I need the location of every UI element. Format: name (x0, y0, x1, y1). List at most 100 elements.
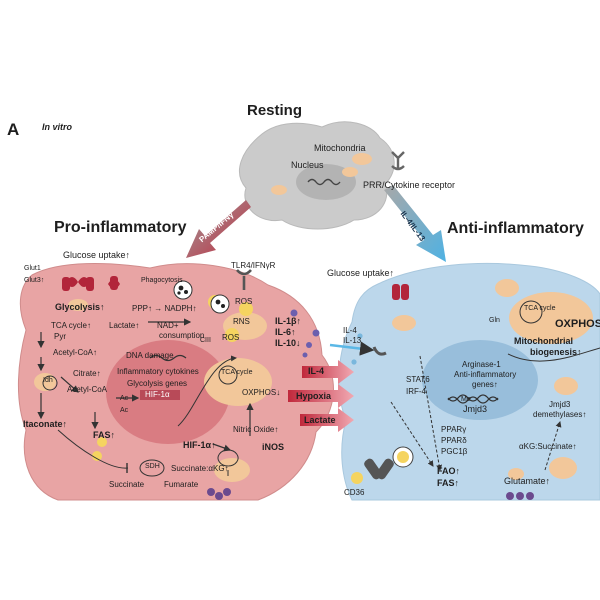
pro-heading: Pro-inflammatory (54, 219, 187, 236)
anti-oxphos-label: OXPHOS (555, 318, 600, 330)
pro-mitochondrion (204, 358, 272, 406)
ros-blob (97, 437, 107, 447)
sdh-cycle (139, 459, 165, 477)
tlr-receptor-icon (236, 269, 252, 290)
ros-blob (225, 328, 239, 342)
glut3-label: Glut3↑ (24, 277, 45, 284)
acetyl-coa-label-1: Acetyl-CoA↑ (53, 348, 98, 357)
nad-label: NAD+ (157, 321, 179, 330)
anti-mitochondrion (392, 315, 416, 331)
il10-label: IL-10↓ (275, 338, 301, 348)
anti-mitochondrion (554, 377, 578, 395)
il1b-label: IL-1β↑ (275, 316, 301, 326)
ros-label-2: ROS (222, 333, 240, 342)
glutamate-label: Glutamate↑ (504, 476, 551, 486)
il4-arrow (302, 360, 354, 384)
anti-tca-label: TCA cycle (524, 305, 556, 312)
anti-fas-label: FAS↑ (437, 478, 460, 488)
jmjd3-demethylase-label-1: Jmjd3 (549, 400, 571, 409)
fas-label: FAS↑ (93, 430, 116, 440)
pyr-label: Pyr (54, 332, 66, 341)
condition-label: In vitro (42, 122, 73, 132)
fao-label: FAO↑ (437, 466, 461, 476)
ppp-label: PPP↑ → NADPH↑ (132, 304, 197, 313)
resting-dna (307, 178, 341, 186)
tca-cycle-label: TCA cycle↑ (51, 321, 92, 330)
succinate-akg-label: Succinate:αKG↑ (171, 464, 229, 473)
anti-mitochondrion (495, 279, 519, 297)
citrate-label: Citrate↑ (73, 369, 101, 378)
stat6-label: STAT6 (406, 375, 430, 384)
hif-box (140, 390, 180, 400)
ac-label-2: Ac (120, 407, 129, 414)
hif-label: HIF-1α↑ (183, 440, 216, 450)
mito-tca-label: TCA cycle (221, 369, 253, 376)
il4-receptor-icon (372, 346, 387, 356)
anti-glut-transporter (392, 284, 400, 300)
anti-mitochondrion (509, 292, 593, 344)
pro-mitochondrion (214, 458, 250, 482)
anti-glucose-uptake-label: Glucose uptake↑ (327, 268, 395, 278)
mito-biogenesis-label-1: Mitochondrial (514, 336, 573, 346)
anti-heading: Anti-inflammatory (447, 220, 584, 237)
glycolysis-label: Glycolysis↑ (55, 302, 105, 312)
akg-succinate-label: αKG:Succinate↑ (519, 442, 577, 451)
fumarate-label: Fumarate (164, 480, 199, 489)
idh-circle (42, 375, 58, 391)
anti-mitochondrion (549, 457, 577, 479)
glut1-label: Glut1 (24, 265, 41, 272)
mitochondria-label: Mitochondria (314, 143, 366, 153)
succinate-label: Succinate (109, 480, 145, 489)
ros-blob (239, 302, 253, 316)
anti-tca-circle (519, 300, 543, 324)
anti-mitochondrion (508, 468, 524, 480)
hif-box-label: HIF-1α (145, 390, 170, 399)
lipid-droplet (351, 472, 363, 484)
itaconate-label: Itaconate↑ (23, 419, 68, 429)
lactate-label: Lactate↑ (109, 321, 140, 330)
hypoxia-label: Hypoxia (296, 391, 332, 401)
receptor-label: PRR/Cytokine receptor (363, 180, 456, 190)
arginase-label: Arginase-1 (462, 360, 501, 369)
ros-blob (92, 451, 102, 461)
lactate-arrow (300, 408, 354, 432)
tlr-label: TLR4/IFNγR (231, 261, 276, 270)
ciii-label: CIII (200, 337, 211, 344)
receptor-icon (391, 151, 405, 171)
hypoxia-arrow (288, 384, 354, 408)
dna-strand (149, 354, 187, 362)
pamp-arrow (186, 200, 251, 258)
acetyl-coa-label-2: Acetyl-CoA (67, 385, 108, 394)
irf4-label: IRF-4 (406, 387, 426, 396)
ros-label-1: ROS (235, 297, 253, 306)
phagocytosis-label: Phagocytosis (141, 277, 183, 284)
il4-arrow-text: IL-4 (308, 366, 325, 376)
consumption-label: consumption (159, 331, 205, 340)
il4-label: IL-4 (343, 326, 357, 335)
cd36-label: CD36 (344, 488, 365, 497)
anti-genes-label-2: genes↑ (472, 380, 498, 389)
ppar-delta-label: PPARδ (441, 436, 467, 445)
mito-biogenesis-label-2: biogenesis↑ (530, 347, 582, 357)
il4-il13-arrow (384, 185, 446, 262)
ppar-gamma-label: PPARγ (441, 425, 467, 434)
ac-label-1: Ac (120, 395, 129, 402)
idh-label: Idh (43, 377, 53, 384)
pro-mitochondrion (68, 299, 88, 311)
anti-dna (447, 394, 499, 402)
glucose-uptake-label: Glucose uptake↑ (63, 250, 131, 260)
inos-label: iNOS (262, 442, 285, 452)
anti-genes-label-1: Anti-inflammatory (454, 370, 517, 379)
glycolysis-genes-label: Glycolysis genes (127, 379, 188, 388)
glut-transporters (62, 276, 120, 291)
sdh-label: SDH (145, 463, 160, 470)
phagocytosis-vesicle (210, 294, 230, 314)
resting-heading: Resting (247, 102, 303, 119)
lactate-middle-label: Lactate (304, 415, 336, 425)
resting-nucleus (296, 164, 356, 200)
pro-mitochondrion (34, 373, 56, 391)
resting-mitochondrion (271, 185, 287, 195)
pro-tca-circle (218, 365, 238, 385)
nitric-oxide-label: Nitric Oxide↑ (233, 425, 279, 434)
oxphos-down-label: OXPHOS↓ (242, 388, 281, 397)
